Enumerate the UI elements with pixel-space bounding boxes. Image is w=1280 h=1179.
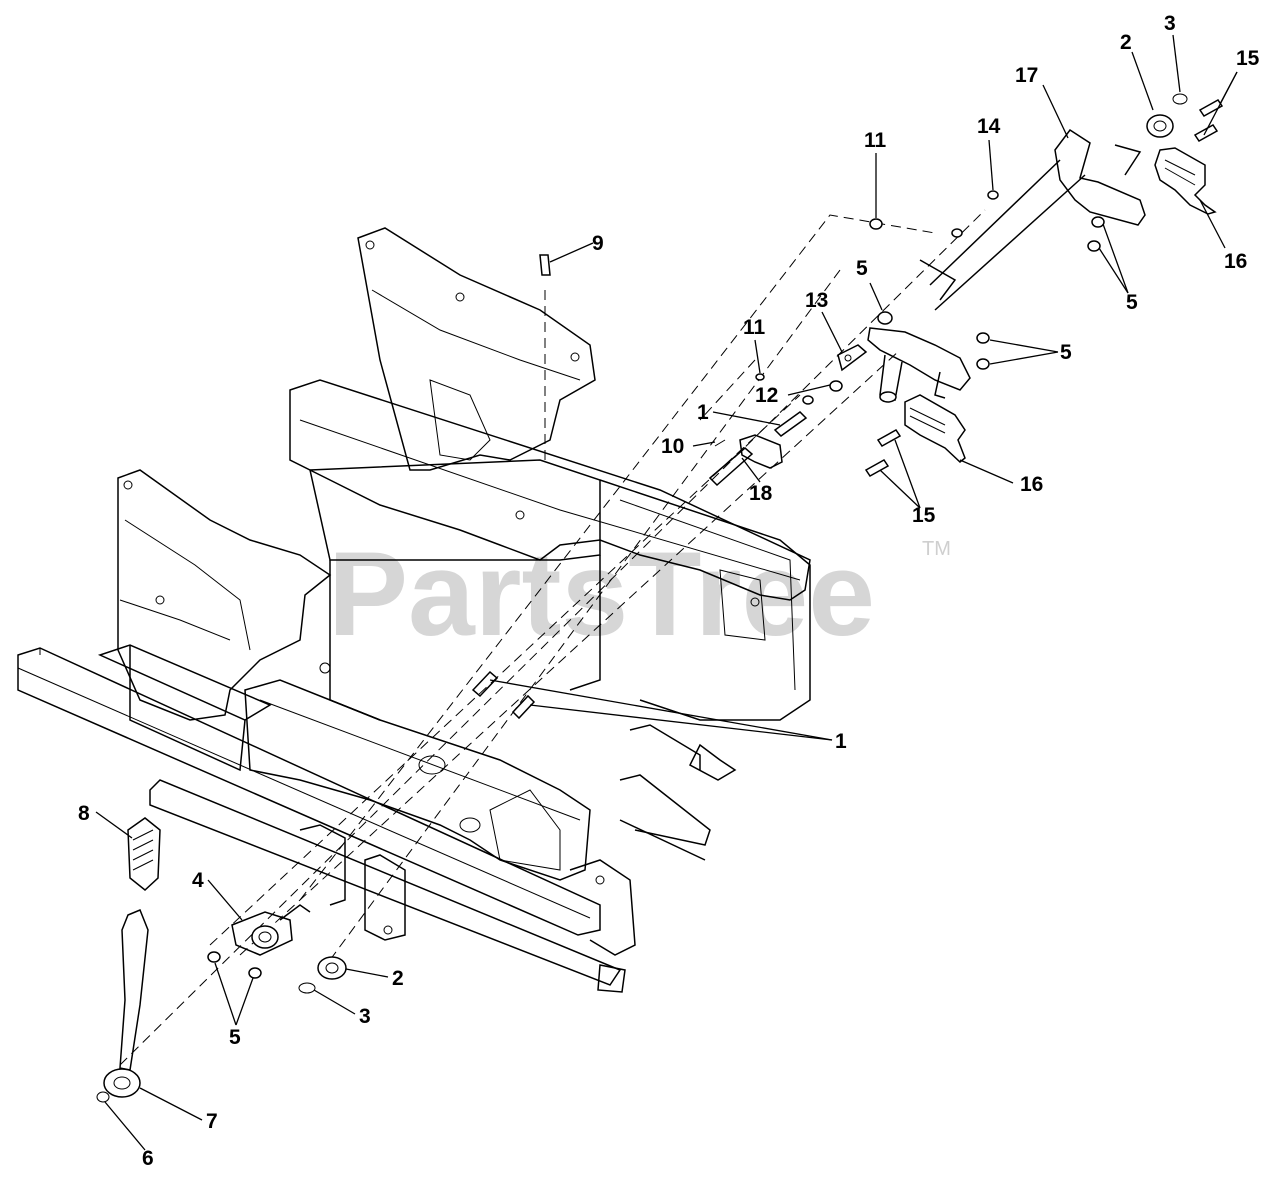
- callout-8: 8: [78, 802, 90, 825]
- part-15-bolts: [864, 99, 1224, 477]
- callout-6: 6: [142, 1147, 154, 1170]
- callout-3-lower: 3: [359, 1005, 371, 1028]
- callout-7: 7: [206, 1110, 218, 1133]
- callout-11-lower: 11: [743, 316, 766, 339]
- part-13-link: [837, 344, 868, 372]
- callout-5-upper-right: 5: [1126, 291, 1138, 314]
- leader-lines: [95, 34, 1238, 1151]
- callout-18: 18: [749, 482, 773, 505]
- part-5-nuts: [207, 216, 1105, 979]
- callout-17: 17: [1015, 64, 1038, 87]
- pivot-arm-assembly: [867, 327, 971, 403]
- part-2-bushings: [317, 114, 1174, 980]
- part-4-flange-bearing: [231, 904, 311, 956]
- part-1-pins: [471, 411, 808, 720]
- callout-15-upper: 15: [1236, 47, 1260, 70]
- callout-12: 12: [755, 384, 778, 407]
- callout-10: 10: [661, 435, 684, 458]
- callout-1-lower: 1: [835, 730, 847, 753]
- callout-2-upper: 2: [1120, 31, 1132, 54]
- part-8-pedal-pad: [127, 817, 161, 891]
- part-16-mount-plate-lower: [904, 394, 966, 463]
- assembly-alignment-lines: [119, 209, 986, 1066]
- tractor-frame: [17, 227, 811, 993]
- part-3-rings: [298, 93, 1188, 994]
- callout-labels: 9 11 14 17 2 3 15 16 5 5 13 5 11 12 1 10…: [78, 12, 1260, 1170]
- callout-9: 9: [592, 232, 604, 255]
- callout-14: 14: [977, 115, 1001, 138]
- callout-15-lower: 15: [912, 504, 936, 527]
- part-18-clevis: [708, 434, 783, 487]
- watermark-brand: PartsTree: [328, 527, 875, 661]
- callout-1-upper: 1: [697, 401, 709, 424]
- part-7-pedal-arm: [103, 909, 149, 1098]
- callout-16-upper: 16: [1224, 250, 1247, 273]
- callout-16-lower: 16: [1020, 473, 1043, 496]
- callout-13: 13: [805, 289, 828, 312]
- part-16-mount-plate-upper: [1154, 147, 1217, 215]
- callout-4: 4: [192, 869, 204, 892]
- callout-3-upper: 3: [1164, 12, 1176, 35]
- frame-fasteners: [123, 240, 760, 935]
- callout-2-lower: 2: [392, 967, 404, 990]
- part-17-shaft-bracket: [919, 128, 1146, 311]
- callout-5-upper: 5: [856, 257, 868, 280]
- part-6-washer: [96, 1091, 110, 1103]
- watermark-trademark: TM: [922, 538, 951, 560]
- small-hardware: [539, 190, 999, 447]
- callout-11-upper: 11: [864, 129, 887, 152]
- callout-5-middle: 5: [1060, 341, 1072, 364]
- callout-5-lower: 5: [229, 1026, 241, 1049]
